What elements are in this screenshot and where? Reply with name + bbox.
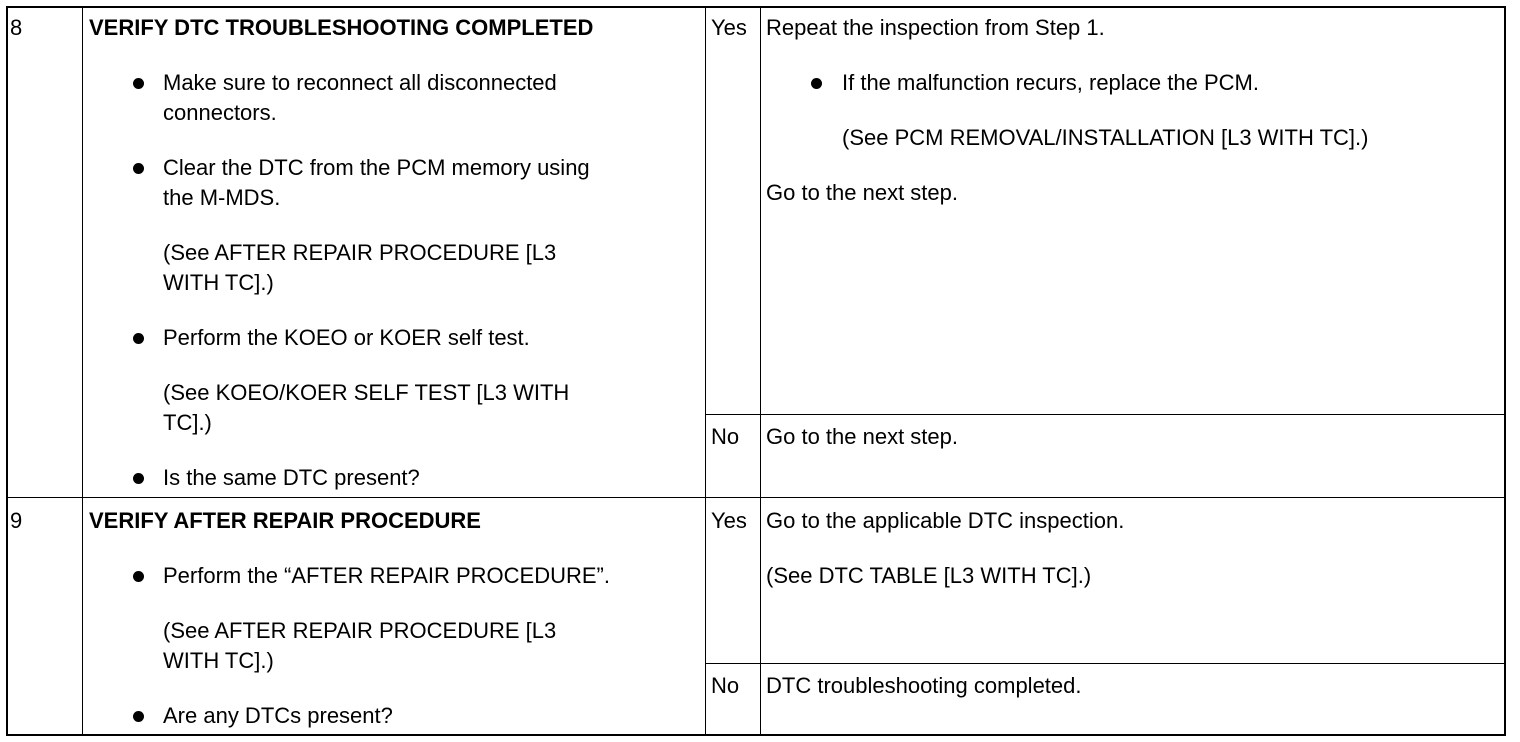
step-number: 9 — [10, 508, 23, 533]
step-title: VERIFY DTC TROUBLESHOOTING COMPLETED — [89, 15, 594, 40]
column-divider-action — [705, 7, 706, 735]
troubleshooting-table — [6, 6, 1506, 736]
yes-result-text: Go to the next step. — [766, 180, 959, 205]
reference-text: (See KOEO/KOER SELF TEST [L3 WITH — [163, 380, 570, 405]
yes-result-text: Repeat the inspection from Step 1. — [766, 15, 1105, 40]
row9-yes-no-divider — [705, 663, 1505, 664]
action-text: Make sure to reconnect all disconnected — [163, 70, 557, 95]
no-result-text: DTC troubleshooting completed. — [766, 673, 1082, 698]
reference-text: (See DTC TABLE [L3 WITH TC].) — [766, 563, 1092, 588]
step-number: 8 — [10, 15, 23, 40]
action-text: Perform the KOEO or KOER self test. — [163, 325, 530, 350]
step-title: VERIFY AFTER REPAIR PROCEDURE — [89, 508, 481, 533]
bullet-marker — [811, 78, 822, 89]
bullet-marker — [133, 571, 144, 582]
answer-yes-label: Yes — [711, 508, 747, 533]
action-text: Perform the “AFTER REPAIR PROCEDURE”. — [163, 563, 610, 588]
row-divider-8-9 — [7, 497, 1505, 498]
row8-yes-no-divider — [705, 414, 1505, 415]
bullet-marker — [133, 473, 144, 484]
action-text: connectors. — [163, 100, 277, 125]
reference-text: (See AFTER REPAIR PROCEDURE [L3 — [163, 618, 557, 643]
bullet-marker — [133, 333, 144, 344]
reference-text: (See AFTER REPAIR PROCEDURE [L3 — [163, 240, 557, 265]
answer-no-label: No — [711, 424, 740, 449]
answer-no-label: No — [711, 673, 740, 698]
reference-text: (See PCM REMOVAL/INSTALLATION [L3 WITH T… — [842, 125, 1369, 150]
action-text: Clear the DTC from the PCM memory using — [163, 155, 590, 180]
answer-yes-label: Yes — [711, 15, 747, 40]
no-result-text: Go to the next step. — [766, 424, 959, 449]
yes-result-text: If the malfunction recurs, replace the P… — [842, 70, 1259, 95]
action-question: Is the same DTC present? — [163, 465, 420, 490]
action-question: Are any DTCs present? — [163, 703, 393, 728]
column-divider-step — [82, 7, 83, 735]
bullet-marker — [133, 163, 144, 174]
reference-text: WITH TC].) — [163, 270, 274, 295]
bullet-marker — [133, 711, 144, 722]
yes-result-text: Go to the applicable DTC inspection. — [766, 508, 1125, 533]
column-divider-answer — [760, 7, 761, 735]
bullet-marker — [133, 78, 144, 89]
action-text: the M-MDS. — [163, 185, 281, 210]
reference-text: TC].) — [163, 410, 212, 435]
reference-text: WITH TC].) — [163, 648, 274, 673]
